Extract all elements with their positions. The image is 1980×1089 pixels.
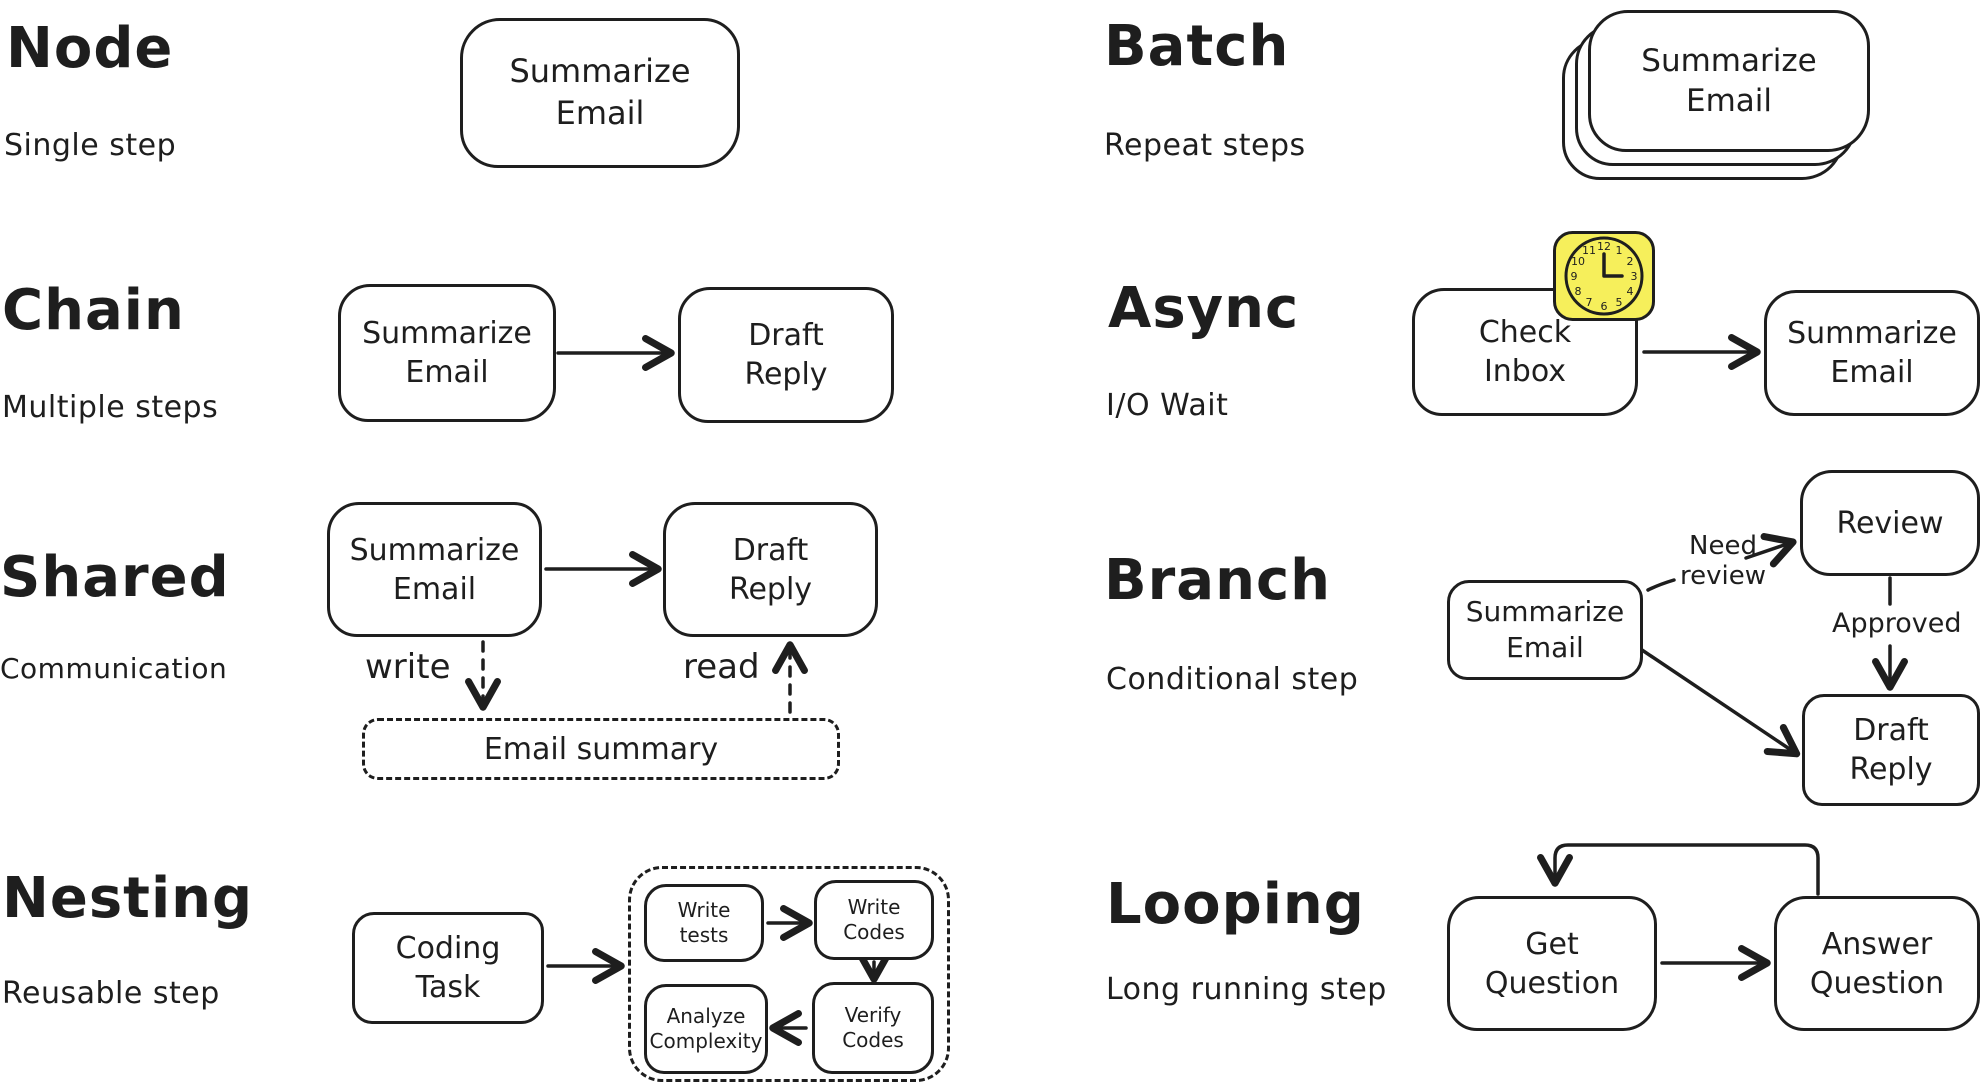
svg-text:2: 2: [1627, 255, 1634, 268]
chain-section-title: Chain: [2, 278, 185, 343]
node-section-subtitle: Single step: [4, 128, 177, 163]
shared-write-label: write: [365, 647, 451, 687]
svg-text:7: 7: [1586, 296, 1593, 309]
chain-summarize-email-box: Summarize Email: [338, 284, 556, 422]
nesting-coding-task-box: Coding Task: [352, 912, 544, 1024]
shared-draft-reply-box: Draft Reply: [663, 502, 878, 637]
chain-draft-reply-box: Draft Reply: [678, 287, 894, 423]
looping-get-question-box: Get Question: [1447, 896, 1657, 1031]
batch-summarize-email-box: Summarize Email: [1588, 10, 1870, 152]
nesting-subflow-container: [628, 866, 950, 1082]
shared-section-subtitle: Communication: [0, 652, 228, 685]
branch-diagonal-arrow: [1640, 648, 1801, 758]
chain-section-subtitle: Multiple steps: [2, 390, 219, 425]
batch-section-title: Batch: [1104, 14, 1290, 79]
svg-text:3: 3: [1631, 270, 1638, 283]
branch-need-review-label: Need review: [1680, 531, 1766, 591]
async-section-subtitle: I/O Wait: [1106, 388, 1229, 423]
svg-text:12: 12: [1597, 240, 1611, 253]
looping-answer-question-box: Answer Question: [1774, 896, 1980, 1031]
shared-email-summary-store: Email summary: [362, 718, 840, 780]
shared-read-label: read: [683, 647, 760, 687]
svg-text:4: 4: [1627, 285, 1634, 298]
branch-section-title: Branch: [1104, 548, 1332, 613]
svg-text:8: 8: [1575, 285, 1582, 298]
svg-text:11: 11: [1582, 244, 1596, 257]
batch-section-subtitle: Repeat steps: [1104, 128, 1306, 163]
looping-loop-back-arrow: [1537, 843, 1820, 896]
svg-text:1: 1: [1616, 244, 1623, 257]
nesting-write-codes-box: Write Codes: [814, 880, 934, 960]
svg-text:10: 10: [1571, 255, 1585, 268]
branch-section-subtitle: Conditional step: [1106, 662, 1359, 697]
branch-approved-label: Approved: [1832, 608, 1962, 639]
svg-text:6: 6: [1601, 300, 1608, 313]
async-summarize-email-box: Summarize Email: [1764, 290, 1980, 416]
branch-draft-reply-box: Draft Reply: [1802, 694, 1980, 806]
shared-summarize-email-box: Summarize Email: [327, 502, 542, 637]
nesting-analyze-complexity-box: Analyze Complexity: [644, 984, 768, 1074]
svg-text:9: 9: [1571, 270, 1578, 283]
looping-section-subtitle: Long running step: [1106, 972, 1387, 1007]
clock-icon: 12 1 2 3 4 5 6 7 8 9 10 11: [1553, 231, 1655, 321]
async-section-title: Async: [1108, 276, 1300, 341]
node-summarize-email-box: Summarize Email: [460, 18, 740, 168]
branch-review-box: Review: [1800, 470, 1980, 576]
svg-text:5: 5: [1616, 296, 1623, 309]
branch-summarize-email-box: Summarize Email: [1447, 580, 1643, 680]
node-section-title: Node: [6, 16, 174, 81]
nesting-section-subtitle: Reusable step: [2, 976, 220, 1011]
nesting-write-tests-box: Write tests: [644, 884, 764, 962]
looping-section-title: Looping: [1106, 872, 1365, 937]
nesting-section-title: Nesting: [2, 866, 254, 931]
shared-section-title: Shared: [0, 545, 230, 610]
nesting-verify-codes-box: Verify Codes: [812, 982, 934, 1074]
